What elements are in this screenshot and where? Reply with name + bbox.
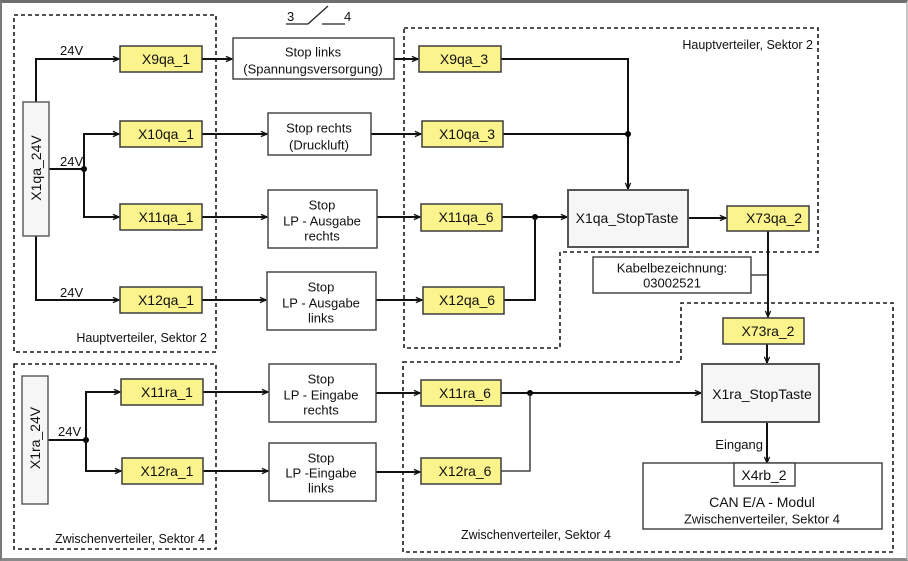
controller-x1ra-stoptaste: X1ra_StopTaste [701,363,820,423]
can-io-module: X4rb_2 CAN E/A - Modul Zwischenverteiler… [642,462,883,530]
terminal-label: X10qa_1 [138,126,194,142]
wire-junction-to-x11qa1 [83,169,119,217]
region-intermediate-distributor-left [13,363,217,550]
region-intermediate-distributor-right [402,302,894,553]
terminal-label: X12ra_1 [141,463,194,479]
terminal-x10qa-1: X10qa_1 [119,120,203,148]
wire-x12ra6-to-junction [501,393,531,472]
wire-x12qa6-to-junction [504,217,536,301]
stop-label-line: (Spannungsversorgung) [243,62,382,77]
switch-blade [307,5,329,25]
stop-label-line: Stop rechts [286,121,352,136]
wire-x1qa-to-x12qa1 [35,236,119,300]
switch-symbol-icon: 3 4 [286,5,351,25]
stop-label-line: links [308,311,335,326]
stop-button-lp-eingabe-links: Stop LP -Eingabe links [268,442,377,502]
cable-designation: Kabelbezeichnung: 03002521 [592,256,752,294]
voltage-label-top: 24V [60,43,83,58]
can-module-title: CAN E/A - Modul [709,494,815,510]
terminal-x10qa-3: X10qa_3 [421,120,504,148]
terminal-label: X12qa_1 [138,292,194,308]
terminal-x12ra-1: X12ra_1 [121,457,204,485]
stop-label-line: Stop links [285,45,342,60]
can-terminal-box [733,462,796,487]
controller-label: X1ra_StopTaste [712,386,812,402]
terminal-label: X9qa_1 [142,51,190,67]
terminal-x73qa-2: X73qa_2 [726,205,810,232]
stop-label-line: rechts [304,229,340,244]
terminal-label: X73qa_2 [746,210,802,226]
region-label-intermediate-right: Zwischenverteiler, Sektor 4 [461,528,611,542]
terminal-label: X12qa_6 [439,292,495,308]
stop-label-line: Stop [308,451,335,466]
stop-label-line: links [308,481,335,496]
terminal-label: X12ra_6 [439,463,492,479]
terminal-x73ra-2: X73ra_2 [722,317,805,345]
terminal-label: X11ra_1 [141,384,193,400]
switch-contact-left-label: 3 [287,9,294,24]
terminal-label: X9qa_3 [440,51,488,67]
region-main-distributor-right [403,27,819,349]
stop-button-links: Stop links (Spannungsversorgung) [232,37,395,80]
region-label-intermediate-left: Zwischenverteiler, Sektor 4 [55,532,205,546]
switch-contact-right-label: 4 [344,9,351,24]
stop-label-line: LP -Eingabe [285,466,356,481]
terminal-x12qa-6: X12qa_6 [422,286,505,315]
source-x1ra-24v: X1ra_24V [21,375,49,505]
terminal-label: X11qa_1 [138,209,193,225]
region-label-main-right: Hauptverteiler, Sektor 2 [682,38,813,52]
stop-button-lp-ausgabe-links: Stop LP - Ausgabe links [266,271,377,331]
terminal-x11qa-1: X11qa_1 [119,203,203,231]
wire-junction-to-x10qa1 [83,134,119,169]
source-x1ra-box [21,375,49,505]
voltage-label-middle: 24V [60,154,83,169]
stop-button-lp-ausgabe-rechts: Stop LP - Ausgabe rechts [267,189,378,249]
stop-button-rechts: Stop rechts (Druckluft) [267,112,372,156]
stop-label-line: Stop [308,372,335,387]
wire-x1qa-to-x9qa1 [35,59,119,102]
terminal-x9qa-1: X9qa_1 [119,45,203,73]
voltage-label-x1ra: 24V [58,424,81,439]
input-label: Eingang [715,437,763,452]
stop-label-line: Stop [308,280,335,295]
stop-label-line: LP - Ausgabe [282,296,360,311]
stop-label-line: LP - Ausgabe [283,214,361,229]
terminal-x9qa-3: X9qa_3 [418,45,502,73]
stop-label-line: Stop [309,198,336,213]
terminal-x11ra-6: X11ra_6 [420,379,502,407]
stop-label-line: (Druckluft) [289,138,349,153]
source-x1ra-label: X1ra_24V [27,406,43,469]
wire-junction-to-x11ra1 [85,392,120,440]
terminal-x11ra-1: X11ra_1 [120,378,204,406]
source-x1qa-box [22,101,50,237]
can-module-location: Zwischenverteiler, Sektor 4 [684,512,840,527]
terminal-label: X10qa_3 [439,126,495,142]
source-x1qa-label: X1qa_24V [28,135,44,201]
voltage-label-bottom: 24V [60,285,83,300]
terminal-label: X11qa_6 [438,209,493,225]
wire-junction-to-x12ra1 [85,440,121,471]
stop-label-line: rechts [303,403,339,418]
can-terminal-label: X4rb_2 [741,467,786,483]
region-main-distributor-left [13,14,217,353]
terminal-label: X73ra_2 [742,323,795,339]
stop-label-line: LP - Eingabe [284,388,359,403]
wire-x9qa3-to-controller [501,58,628,189]
terminal-x11qa-6: X11qa_6 [420,203,503,232]
controller-label: X1qa_StopTaste [576,210,679,226]
region-label-main-left: Hauptverteiler, Sektor 2 [76,331,207,345]
terminal-x12ra-6: X12ra_6 [420,457,502,485]
cable-label: Kabelbezeichnung: [617,261,728,276]
terminal-label: X11ra_6 [439,385,491,401]
source-x1qa-24v: X1qa_24V [22,101,50,237]
junction-dot [625,131,631,137]
stop-button-lp-eingabe-rechts: Stop LP - Eingabe rechts [268,363,377,423]
cable-number: 03002521 [643,276,701,291]
terminal-x12qa-1: X12qa_1 [119,286,203,314]
controller-x1qa-stoptaste: X1qa_StopTaste [567,189,689,248]
